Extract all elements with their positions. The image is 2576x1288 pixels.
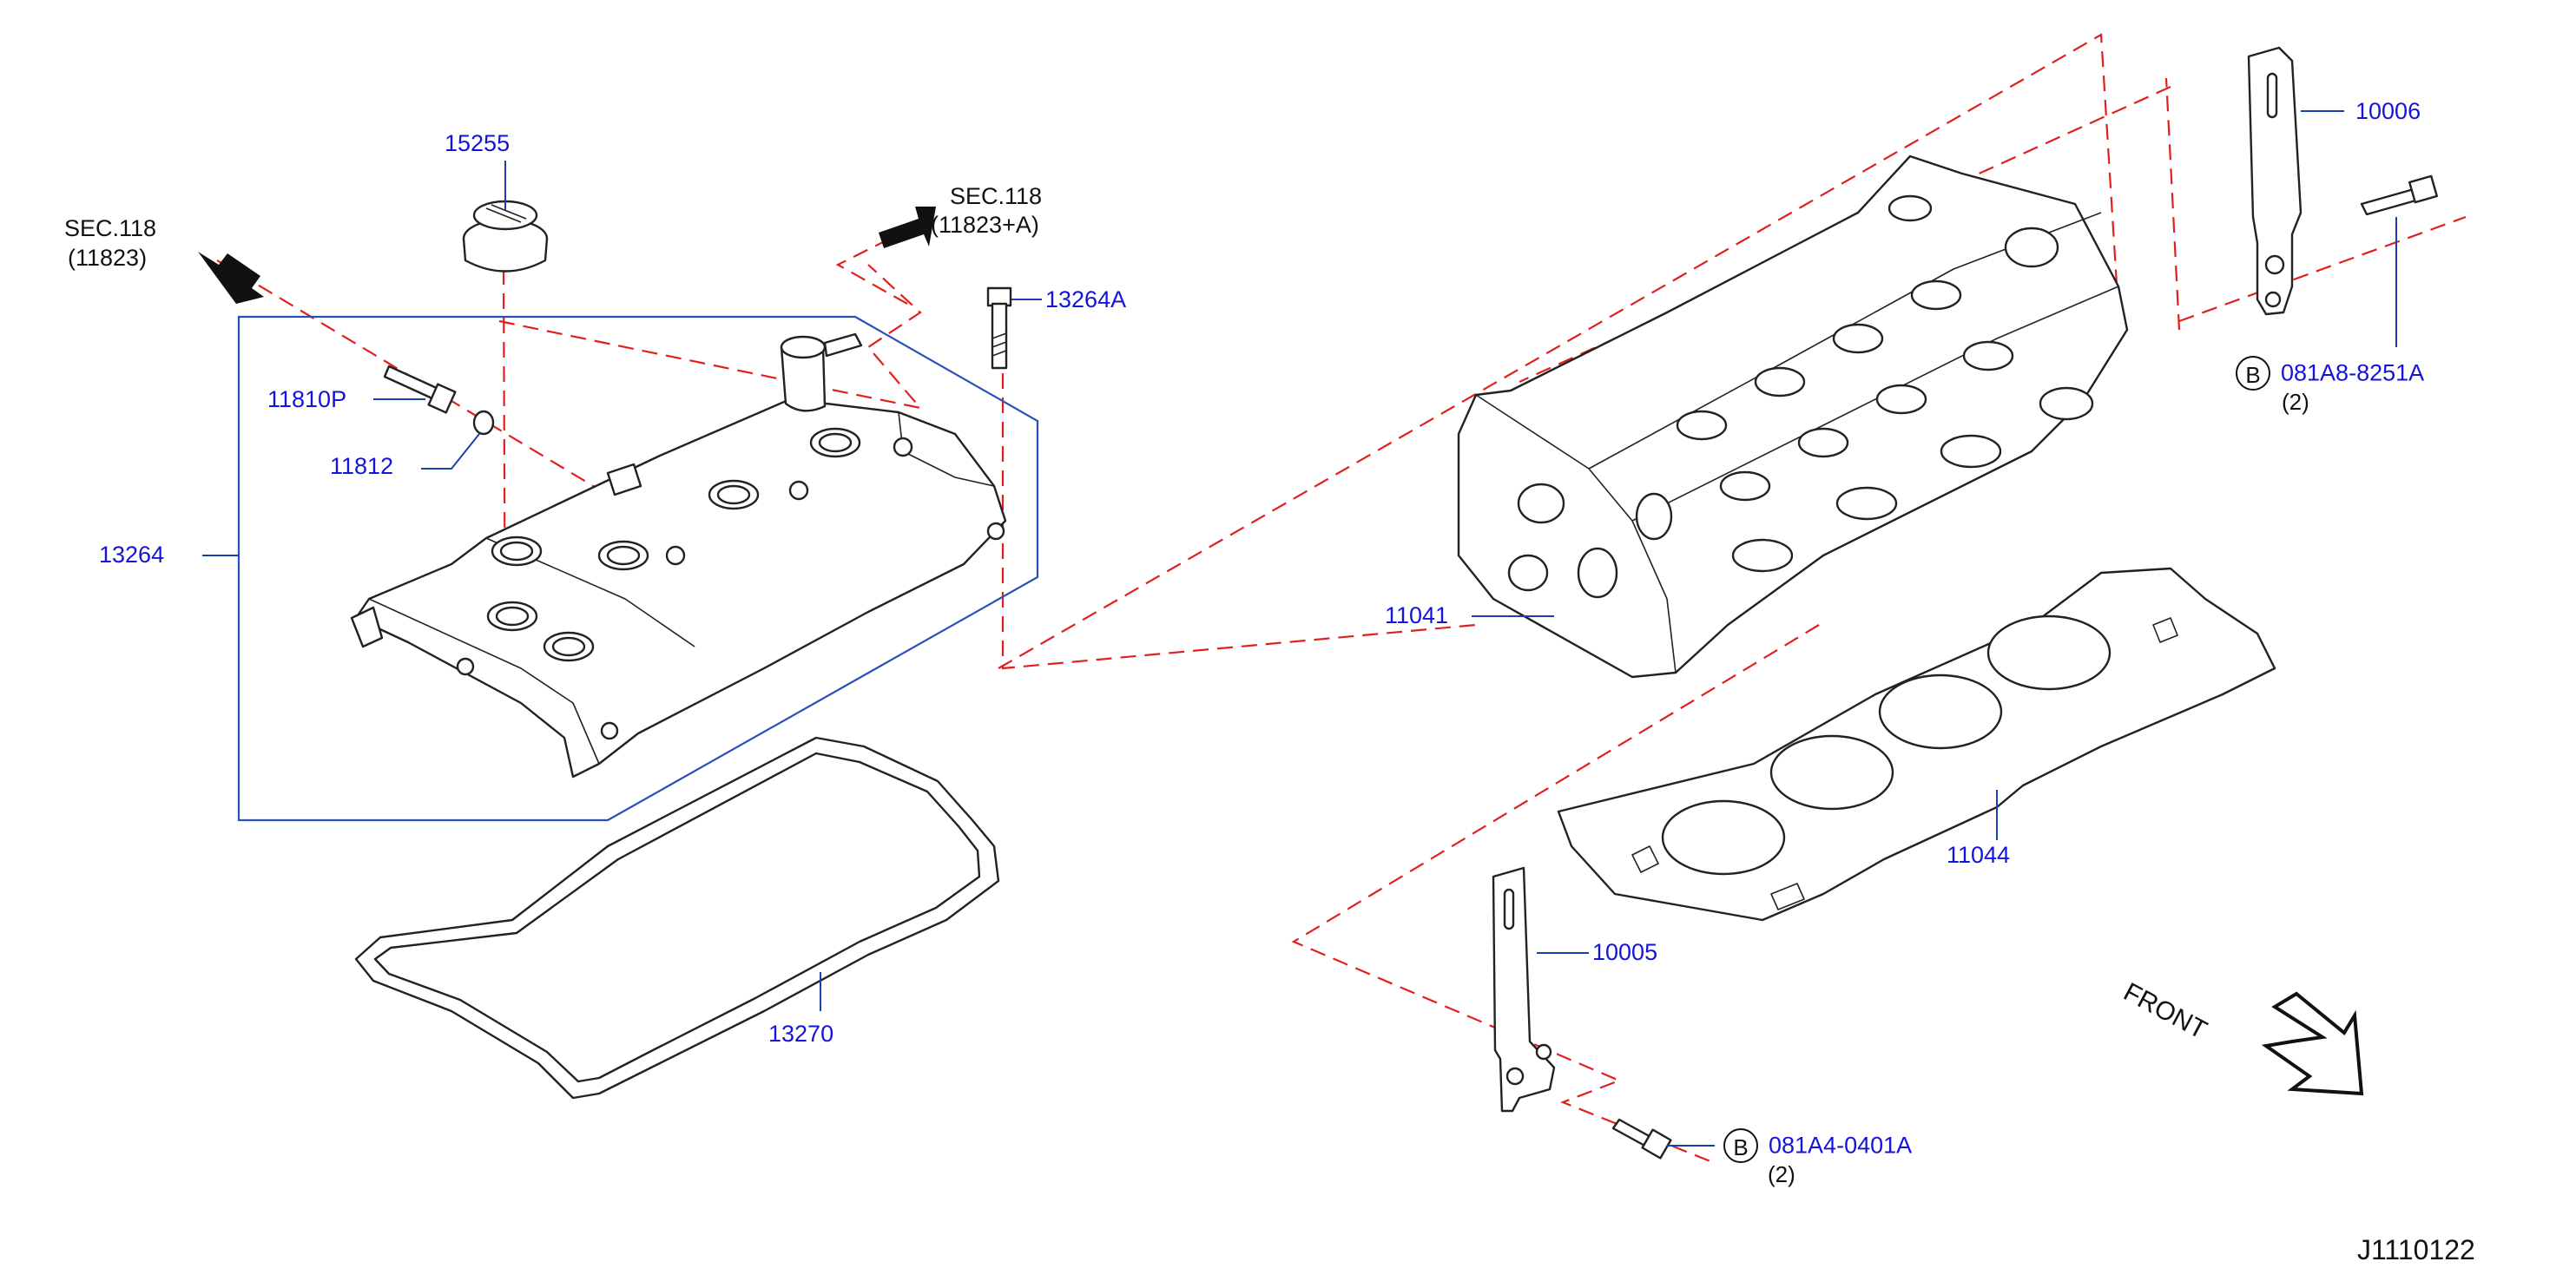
sec118-right-sub: (11823+A) <box>931 212 1039 238</box>
part-label-081a4-row[interactable]: B 081A4-0401A <box>1723 1128 1912 1163</box>
figure-id: J1110122 <box>2357 1234 2475 1265</box>
sec118-left-title: SEC.118 <box>64 215 157 241</box>
part-label-10005[interactable]: 10005 <box>1592 939 1658 965</box>
rocker-cover-drawing <box>350 332 1007 779</box>
qty-081a4-0401a: (2) <box>1768 1161 1795 1187</box>
o-ring-drawing <box>472 410 495 436</box>
part-label-11812[interactable]: 11812 <box>330 453 394 479</box>
bolt-marker-b: B <box>2236 356 2270 391</box>
rocker-cover-gasket-drawing <box>354 736 1000 1100</box>
sec118-arrow-right-icon <box>879 207 936 248</box>
qty-081a8-8251a: (2) <box>2282 389 2309 415</box>
bolt-081a8-drawing <box>2360 174 2439 216</box>
part-label-081a4-0401a[interactable]: 081A4-0401A <box>1769 1132 1913 1159</box>
leader-lines <box>202 110 2397 1147</box>
pcv-valve-drawing <box>383 365 457 414</box>
part-label-10006[interactable]: 10006 <box>2355 98 2421 124</box>
bracket-10005-drawing <box>1492 866 1556 1113</box>
front-arrow-icon <box>2261 991 2364 1096</box>
part-label-15255[interactable]: 15255 <box>445 130 511 156</box>
part-label-13270[interactable]: 13270 <box>768 1021 834 1047</box>
rocker-cover-group-box <box>237 315 1039 822</box>
oil-filler-cap-drawing <box>462 200 549 273</box>
part-label-13264[interactable]: 13264 <box>99 542 165 568</box>
bracket-10006-drawing <box>2247 46 2303 316</box>
sec118-left-sub: (11823) <box>68 245 148 271</box>
part-label-081a8-8251a[interactable]: 081A8-8251A <box>2281 359 2425 386</box>
bolt-081a4-drawing <box>1611 1118 1672 1160</box>
bolt-marker-b: B <box>1723 1128 1758 1163</box>
part-label-11041[interactable]: 11041 <box>1385 602 1449 628</box>
part-label-13264a[interactable]: 13264A <box>1045 286 1127 312</box>
bolt-13264a-drawing <box>986 286 1012 370</box>
cylinder-head-drawing <box>1457 154 2129 679</box>
part-label-081a8-row[interactable]: B 081A8-8251A <box>2236 356 2424 391</box>
part-label-11810p[interactable]: 11810P <box>267 386 347 412</box>
head-ports <box>1507 194 2094 599</box>
sec118-arrow-left-icon <box>198 252 264 304</box>
sec118-right-title: SEC.118 <box>950 183 1043 209</box>
part-label-11044[interactable]: 11044 <box>1947 842 2011 868</box>
head-gasket-drawing <box>1557 567 2276 922</box>
